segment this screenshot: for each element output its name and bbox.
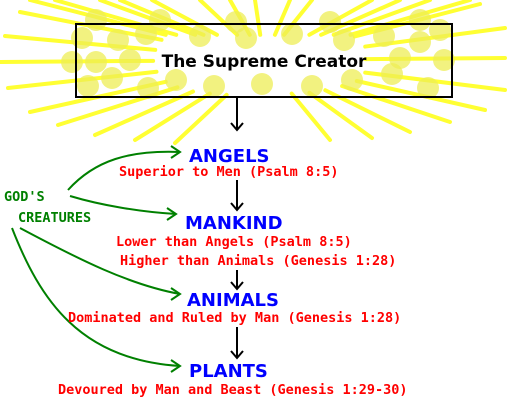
creature-connectors — [11, 145, 182, 373]
tier-heading-plants: PLANTS — [189, 361, 268, 382]
side-label-creatures: CREATURES — [18, 210, 91, 226]
tier-heading-angels: ANGELS — [189, 146, 270, 167]
light-ray — [56, 85, 180, 127]
glow-dot — [85, 51, 107, 73]
light-ray — [307, 90, 374, 140]
light-ray — [133, 91, 212, 142]
creature-connector-line — [69, 195, 177, 215]
creature-connector-arrowhead — [170, 359, 182, 373]
tier-desc-plants: Devoured by Man and Beast (Genesis 1:29-… — [58, 382, 408, 398]
glow-dot — [417, 77, 439, 99]
glow-dot — [429, 19, 451, 41]
light-ray — [331, 0, 432, 37]
glow-dot — [281, 23, 303, 45]
glow-dot — [135, 23, 157, 45]
creature-connector-arrowhead — [166, 207, 178, 221]
down-arrow-head — [230, 202, 244, 212]
light-ray — [173, 92, 229, 145]
tier-heading-animals: ANIMALS — [187, 290, 279, 311]
light-ray — [93, 89, 196, 137]
glow-dot — [301, 75, 323, 97]
creature-connector-arrowhead — [170, 145, 182, 159]
glow-dot — [389, 47, 411, 69]
glow-dot — [77, 75, 99, 97]
glow-dot — [137, 77, 159, 99]
glow-dot — [251, 73, 273, 95]
tier-desc-mankind-2: Higher than Animals (Genesis 1:28) — [120, 253, 396, 269]
down-arrow-head — [230, 350, 244, 360]
light-ray — [253, 0, 263, 37]
creature-connector-line — [67, 150, 181, 191]
glow-dot — [61, 51, 83, 73]
tier-desc-angels: Superior to Men (Psalm 8:5) — [119, 164, 338, 180]
creature-connector-line — [11, 227, 181, 367]
glow-dot — [433, 49, 455, 71]
creator-box — [75, 23, 453, 98]
glow-dot — [235, 27, 257, 49]
glow-dot — [71, 27, 93, 49]
hierarchy-arrows — [230, 98, 244, 360]
glow-dot — [341, 69, 363, 91]
glow-dot — [165, 69, 187, 91]
light-ray — [272, 0, 292, 37]
down-arrow-head — [230, 122, 244, 132]
light-ray — [307, 0, 374, 37]
glow-dot — [189, 25, 211, 47]
glow-dot — [373, 25, 395, 47]
tier-desc-mankind-1: Lower than Angels (Psalm 8:5) — [116, 234, 352, 250]
glow-dot — [409, 31, 431, 53]
glow-dot — [225, 11, 247, 33]
glow-dot — [203, 75, 225, 97]
creator-title: The Supreme Creator — [162, 52, 367, 72]
creature-connector-arrowhead — [170, 287, 182, 301]
glow-dot — [101, 67, 123, 89]
glow-dot — [333, 29, 355, 51]
light-ray — [289, 91, 332, 142]
light-ray — [98, 0, 198, 37]
glow-dot — [409, 9, 431, 31]
glow-dot — [319, 11, 341, 33]
creature-connector-line — [19, 227, 181, 295]
tier-desc-animals: Dominated and Ruled by Man (Genesis 1:28… — [68, 310, 401, 326]
tier-heading-mankind: MANKIND — [185, 213, 283, 234]
glow-dots — [61, 9, 455, 99]
light-ray — [340, 84, 452, 124]
glow-dot — [119, 49, 141, 71]
glow-dot — [149, 9, 171, 31]
glow-dot — [107, 29, 129, 51]
down-arrow-head — [230, 281, 244, 291]
glow-dot — [85, 9, 107, 31]
side-label-gods: GOD'S — [4, 189, 45, 205]
